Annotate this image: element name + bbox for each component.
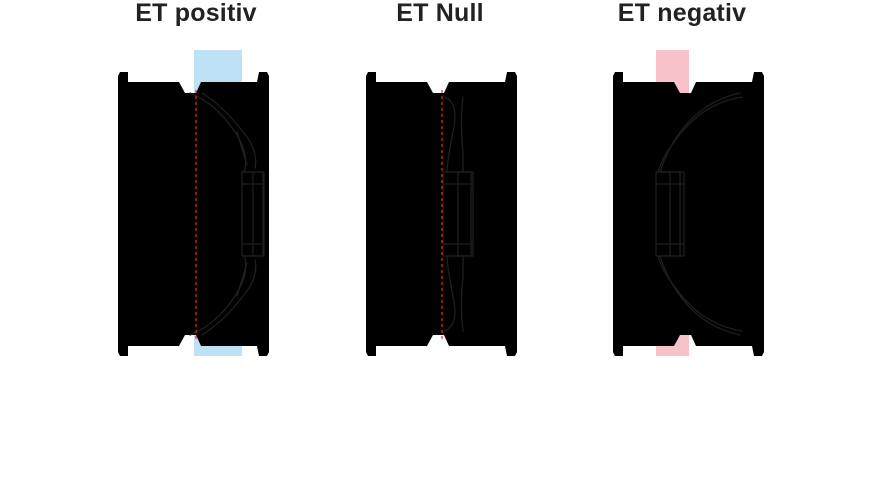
wheel-et-positiv: [118, 50, 269, 356]
panel-title-et-null: ET Null: [396, 0, 484, 27]
wheel-et-null: [366, 72, 517, 356]
wheel-et-negativ: [613, 50, 764, 356]
panel-title-et-positiv: ET positiv: [135, 0, 257, 27]
panel-title-et-negativ: ET negativ: [617, 0, 747, 27]
